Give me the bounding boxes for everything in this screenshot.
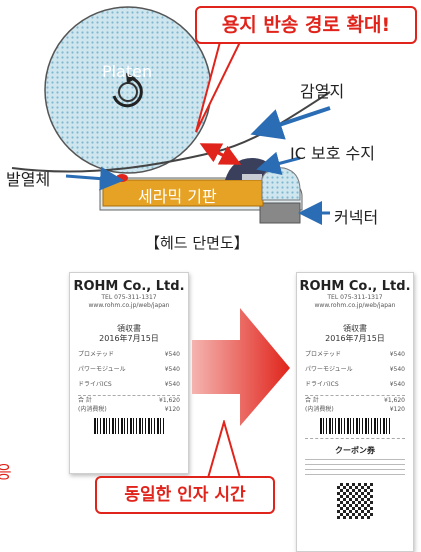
- platen-roller: [44, 6, 212, 174]
- ic-resin-label: IC 보호 수지: [290, 144, 375, 163]
- same-print-time-callout-text: 동일한 인자 시간: [124, 485, 246, 505]
- platen-rotation-arrow: [112, 76, 143, 108]
- receipt-left-tel: TEL 075-311-1317: [101, 294, 157, 301]
- heater-label: 발열체: [6, 170, 51, 189]
- receipt-right-item: パワーモジュール¥540: [305, 366, 405, 373]
- left-edge-text: 응: [0, 463, 12, 483]
- receipt-right-item: ドライバICS¥540: [305, 381, 405, 388]
- receipt-left-item: ドライバICS¥540: [78, 381, 180, 388]
- receipt-left-tax: (内消費税)¥120: [78, 406, 180, 413]
- platen-label: Platen: [102, 62, 153, 81]
- receipt-right-item: プロメテッド¥540: [305, 351, 405, 358]
- receipt-right-coupon-title: クーポン券: [335, 446, 375, 455]
- receipt-left-item: パワーモジュール¥540: [78, 366, 180, 373]
- head-cross-section-diagram: [11, 6, 331, 225]
- receipt-left-item: プロメテッド¥540: [78, 351, 180, 358]
- receipt-right-tel: TEL 075-311-1317: [327, 294, 383, 301]
- connector-label: 커넥터: [334, 208, 379, 227]
- connector: [259, 202, 301, 224]
- path-expansion-callout: 용지 반송 경로 확대!: [195, 6, 417, 44]
- receipt-left-title: 領収書: [117, 324, 141, 333]
- diagram-caption: 【헤드 단면도】: [145, 234, 249, 252]
- receipt-left-total: 合 計¥1,620: [78, 397, 180, 404]
- receipt-right-barcode: [320, 418, 390, 434]
- receipt-left-barcode: [94, 418, 164, 434]
- receipt-right-url: www.rohm.co.jp/web/japan: [314, 302, 396, 309]
- path-expansion-callout-text: 용지 반송 경로 확대!: [221, 14, 391, 36]
- ic-chip: [242, 174, 262, 180]
- substrate-label: 세라믹 기판: [138, 187, 217, 206]
- same-time-callout-tail: [207, 420, 241, 479]
- same-print-time-callout: 동일한 인자 시간: [95, 476, 275, 514]
- receipt-right-company: ROHM Co., Ltd.: [299, 279, 411, 294]
- receipt-left-date: 2016年7月15日: [99, 334, 159, 343]
- receipt-right: ROHM Co., Ltd. TEL 075-311-1317 www.rohm…: [296, 272, 414, 552]
- receipt-right-tax: (内消費税)¥120: [305, 406, 405, 413]
- paper-feed-arrow: [250, 106, 331, 140]
- receipt-left-company: ROHM Co., Ltd.: [73, 279, 185, 294]
- receipt-right-title: 領収書: [343, 324, 367, 333]
- receipt-left: ROHM Co., Ltd. TEL 075-311-1317 www.rohm…: [69, 272, 189, 474]
- thermal-paper-label: 감열지: [300, 82, 345, 101]
- red-arrow-icon: [192, 308, 290, 426]
- receipt-right-qr-code: [337, 483, 373, 519]
- receipt-right-total: 合 計¥1,620: [305, 397, 405, 404]
- receipt-left-url: www.rohm.co.jp/web/japan: [88, 302, 170, 309]
- receipt-right-date: 2016年7月15日: [325, 334, 385, 343]
